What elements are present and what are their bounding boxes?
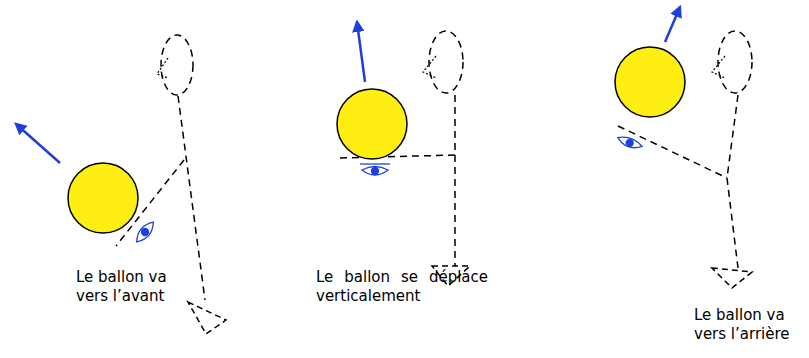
figure-vertical <box>337 22 470 286</box>
caption: Le ballon va vers l’arrière <box>694 306 806 344</box>
caption: Le ballon se déplace verticalement <box>316 268 488 306</box>
caption: Le ballon va vers l’avant <box>76 268 188 306</box>
figure-forward <box>16 35 226 334</box>
figure-backward <box>615 7 752 288</box>
